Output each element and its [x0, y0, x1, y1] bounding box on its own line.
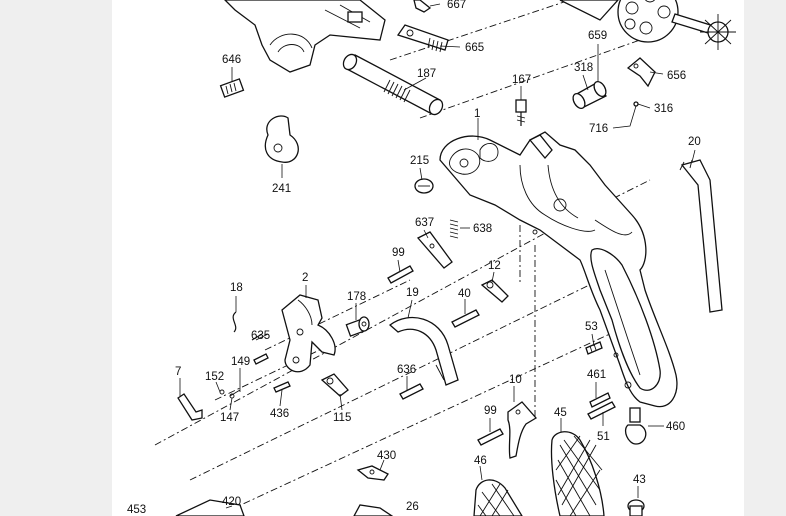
label-147: 147	[220, 412, 239, 424]
part-241	[264, 115, 299, 163]
label-637: 637	[415, 217, 434, 229]
part-12	[480, 279, 509, 303]
label-51: 51	[597, 431, 610, 443]
part-215	[414, 178, 434, 194]
part-656	[626, 57, 656, 88]
part-460	[624, 407, 647, 445]
label-53: 53	[585, 321, 598, 333]
label-420: 420	[222, 496, 241, 508]
leader-lines	[179, 3, 696, 509]
label-665: 665	[465, 42, 484, 54]
label-46: 46	[474, 455, 487, 467]
label-453: 453	[127, 504, 146, 516]
part-43	[627, 499, 645, 516]
label-659: 659	[588, 30, 607, 42]
label-667: 667	[447, 0, 466, 11]
part-99-lower	[477, 428, 504, 446]
part-636	[399, 383, 424, 400]
label-18: 18	[230, 282, 243, 294]
part-318	[572, 80, 607, 110]
part-20	[679, 159, 723, 313]
part-436	[273, 381, 291, 393]
label-45: 45	[554, 407, 567, 419]
label-638: 638	[473, 223, 492, 235]
part-646	[219, 78, 245, 98]
part-1-frame	[439, 131, 678, 408]
part-53	[585, 341, 603, 355]
part-430	[356, 465, 389, 481]
label-99-lower: 99	[484, 405, 497, 417]
label-461: 461	[587, 369, 606, 381]
label-318: 318	[574, 62, 593, 74]
label-430: 430	[377, 450, 396, 462]
label-26: 26	[406, 501, 419, 513]
part-45-grip	[550, 431, 605, 516]
label-20: 20	[688, 136, 701, 148]
part-40	[451, 309, 480, 328]
part-115	[320, 373, 349, 397]
part-26	[353, 504, 394, 516]
part-46-grip	[473, 479, 523, 516]
label-187: 187	[417, 68, 436, 80]
part-2-hammer	[281, 294, 336, 373]
part-18	[232, 311, 237, 333]
label-43: 43	[633, 474, 646, 486]
part-178	[345, 316, 370, 337]
part-51	[587, 401, 616, 420]
label-1: 1	[474, 108, 480, 120]
label-716: 716	[589, 123, 608, 135]
part-461	[589, 392, 611, 408]
part-167	[515, 99, 527, 126]
label-635: 635	[251, 330, 270, 342]
label-167: 167	[512, 74, 531, 86]
part-147	[229, 389, 241, 399]
part-152	[219, 389, 225, 395]
label-316: 316	[654, 103, 673, 115]
label-40: 40	[458, 288, 471, 300]
label-2: 2	[302, 272, 308, 284]
label-436: 436	[270, 408, 289, 420]
label-19: 19	[406, 287, 419, 299]
part-420	[175, 499, 245, 516]
label-656: 656	[667, 70, 686, 82]
label-215: 215	[410, 155, 429, 167]
part-99-upper	[387, 265, 414, 284]
label-178: 178	[347, 291, 366, 303]
label-115: 115	[333, 412, 351, 424]
cylinder	[559, 0, 736, 50]
label-460: 460	[666, 421, 685, 433]
part-19	[388, 316, 459, 386]
part-638	[449, 219, 459, 239]
part-187	[342, 53, 444, 116]
label-99-upper: 99	[392, 247, 405, 259]
part-667	[413, 0, 432, 13]
label-149: 149	[231, 356, 250, 368]
frame-top-fragment	[224, 0, 386, 73]
label-12: 12	[488, 260, 501, 272]
label-152: 152	[205, 371, 224, 383]
part-635	[251, 333, 263, 341]
part-number-labels: 667 665 659 318 656 646 187 167 316 716 …	[127, 0, 701, 516]
part-10-trigger	[507, 401, 538, 459]
label-10: 10	[509, 374, 522, 386]
part-7	[177, 393, 203, 421]
label-7: 7	[175, 366, 181, 378]
part-665	[396, 24, 449, 53]
label-646: 646	[222, 54, 241, 66]
label-636: 636	[397, 364, 416, 376]
part-637	[416, 231, 453, 269]
label-241: 241	[272, 183, 291, 195]
part-149	[253, 353, 269, 365]
part-316	[633, 101, 639, 107]
